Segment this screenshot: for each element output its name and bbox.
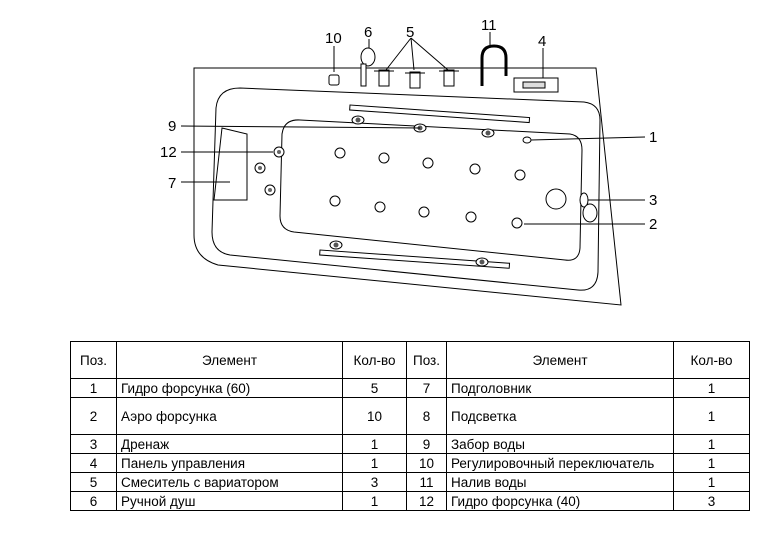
drain-cap (582, 203, 598, 223)
pos-cell: 7 (406, 378, 447, 398)
headrest (213, 127, 248, 201)
element-cell: Ручной душ (116, 491, 343, 511)
callout-3: 3 (649, 192, 657, 209)
side-hydro-jets (254, 146, 285, 196)
header-qty-1: Кол-во (342, 341, 407, 379)
qty-cell: 1 (673, 378, 750, 398)
tub-basin (279, 119, 583, 261)
water-spout (480, 44, 508, 86)
element-cell: Аэро форсунка (116, 397, 343, 435)
pos-cell: 1 (70, 378, 117, 398)
parts-table: Поз. Элемент Кол-во Поз. Элемент Кол-во … (70, 341, 750, 511)
pos-cell: 4 (70, 453, 117, 473)
aero-jets (329, 147, 526, 229)
callout-6: 6 (364, 24, 372, 41)
qty-cell: 1 (673, 453, 750, 473)
table-row: 6 Ручной душ 1 12 Гидро форсунка (40) 3 (70, 491, 750, 511)
table-row: 1 Гидро форсунка (60) 5 7 Подголовник 1 (70, 378, 750, 398)
mixer-3 (443, 69, 455, 87)
hydro-jets (329, 115, 495, 267)
callout-1: 1 (649, 129, 657, 146)
hand-shower-head (360, 47, 376, 67)
element-cell: Панель управления (116, 453, 343, 473)
qty-cell: 1 (673, 397, 750, 435)
hand-shower-handle (360, 63, 367, 87)
deck-fittings (328, 44, 559, 93)
qty-cell: 1 (673, 472, 750, 492)
qty-cell: 1 (342, 491, 407, 511)
adjusting-switch (328, 74, 340, 86)
table-row: 4 Панель управления 1 10 Регулировочный … (70, 453, 750, 473)
element-cell: Смеситель с вариатором (116, 472, 343, 492)
table-row: 2 Аэро форсунка 10 8 Подсветка 1 (70, 397, 750, 435)
element-cell: Забор воды (446, 434, 674, 454)
callout-7: 7 (168, 175, 176, 192)
pos-cell: 9 (406, 434, 447, 454)
header-pos-1: Поз. (70, 341, 117, 379)
callout-4: 4 (538, 33, 546, 50)
callout-10: 10 (325, 30, 342, 47)
tub-rim (211, 87, 601, 291)
element-cell: Гидро форсунка (60) (116, 378, 343, 398)
drain (545, 188, 567, 210)
light-strip-bottom (319, 249, 511, 269)
qty-cell: 1 (673, 434, 750, 454)
table-row: 3 Дренаж 1 9 Забор воды 1 (70, 434, 750, 454)
pos-cell: 6 (70, 491, 117, 511)
header-element-1: Элемент (116, 341, 343, 379)
header-pos-2: Поз. (406, 341, 447, 379)
element-cell: Подсветка (446, 397, 674, 435)
header-qty-2: Кол-во (673, 341, 750, 379)
mixer-1 (378, 69, 390, 87)
pos-cell: 2 (70, 397, 117, 435)
pos-cell: 10 (406, 453, 447, 473)
bathtub-diagram: 10 6 5 11 4 9 12 7 1 3 2 (160, 17, 657, 306)
mixer-2 (409, 71, 421, 89)
pos-cell: 3 (70, 434, 117, 454)
qty-cell: 1 (342, 453, 407, 473)
pos-cell: 11 (406, 472, 447, 492)
qty-cell: 10 (342, 397, 407, 435)
pos-cell: 12 (406, 491, 447, 511)
callout-11: 11 (481, 17, 497, 34)
water-intake (522, 136, 532, 144)
callout-5: 5 (406, 24, 414, 41)
qty-cell: 5 (342, 378, 407, 398)
pos-cell: 5 (70, 472, 117, 492)
qty-cell: 3 (342, 472, 407, 492)
qty-cell: 1 (342, 434, 407, 454)
element-cell: Подголовник (446, 378, 674, 398)
light-strip-top (349, 104, 531, 124)
table-row: 5 Смеситель с вариатором 3 11 Налив воды… (70, 472, 750, 492)
pos-cell: 8 (406, 397, 447, 435)
element-cell: Гидро форсунка (40) (446, 491, 674, 511)
table-header-row: Поз. Элемент Кол-во Поз. Элемент Кол-во (70, 341, 750, 379)
element-cell: Налив воды (446, 472, 674, 492)
callout-12: 12 (160, 144, 177, 161)
callout-2: 2 (649, 216, 657, 233)
header-element-2: Элемент (446, 341, 674, 379)
element-cell: Дренаж (116, 434, 343, 454)
qty-cell: 3 (673, 491, 750, 511)
tub-deck (193, 67, 622, 306)
callout-9: 9 (168, 118, 176, 135)
element-cell: Регулировочный переключатель (446, 453, 674, 473)
